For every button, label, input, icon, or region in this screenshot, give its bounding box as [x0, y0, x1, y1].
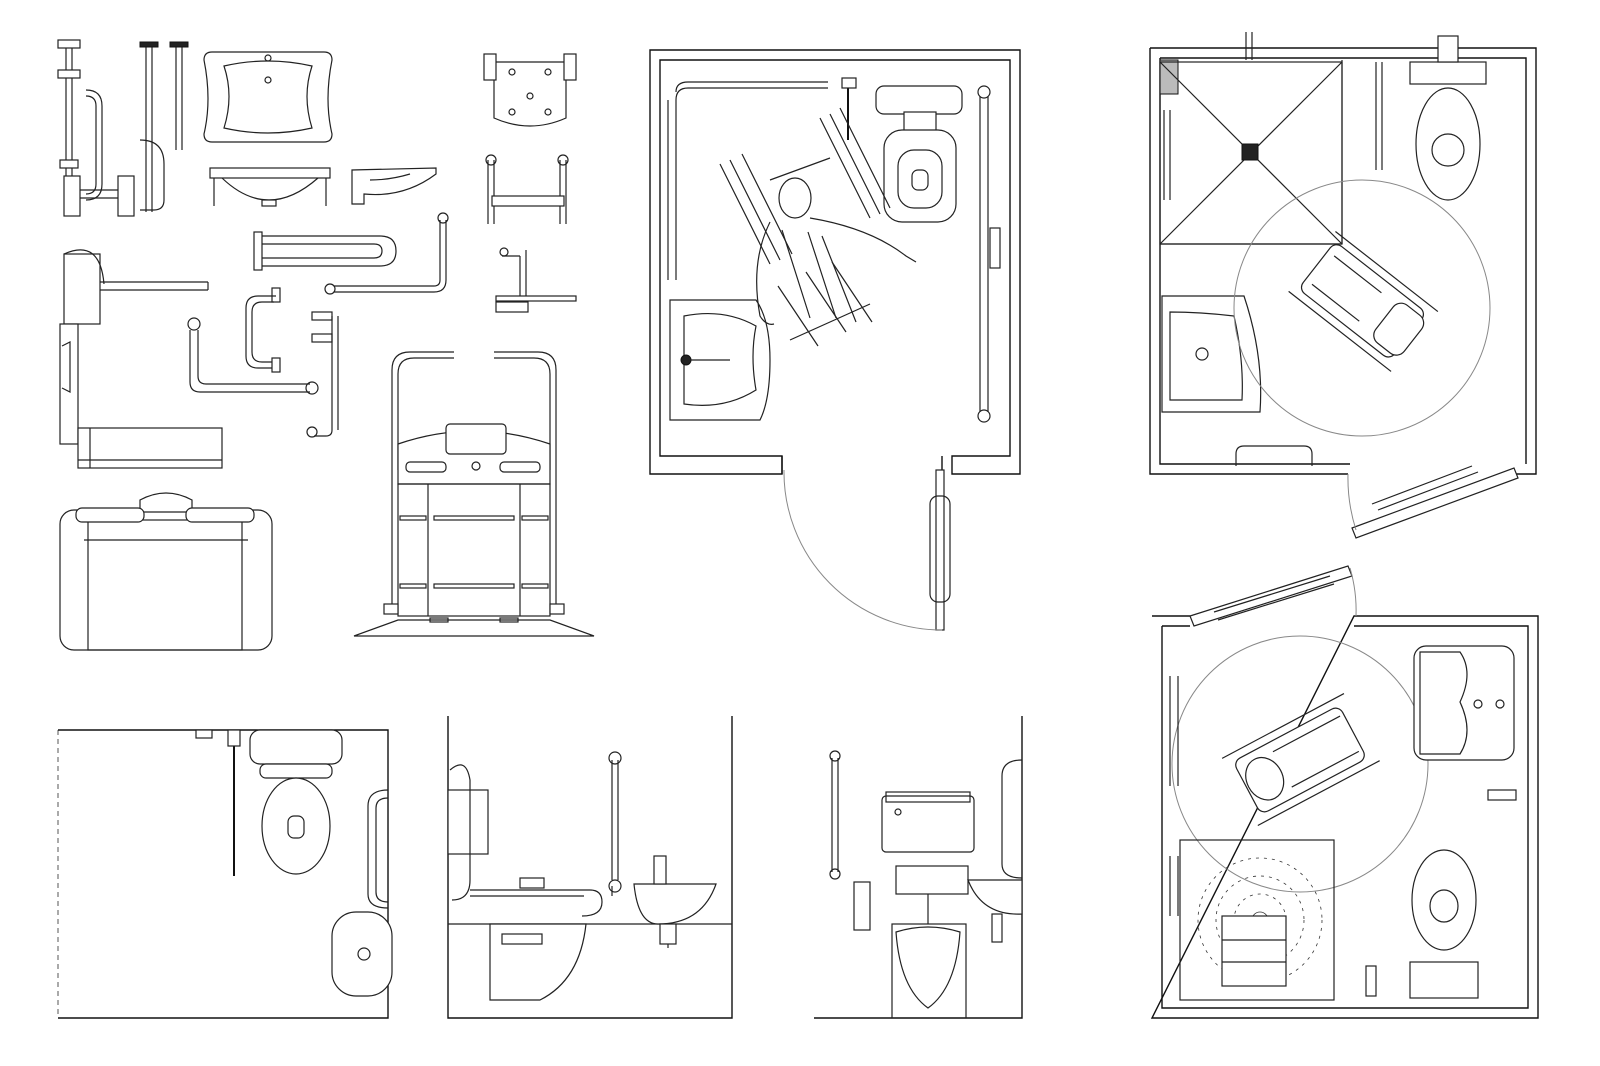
wheelchair-topview — [1288, 231, 1439, 372]
shower-room-plan-1 — [1149, 32, 1537, 539]
washbasin-plan-block — [203, 51, 333, 143]
u-shaped-grab-rail — [245, 287, 281, 373]
grab-rails-group — [57, 39, 577, 438]
wc-front-elevation — [814, 716, 1023, 1019]
shower-seat-plan — [483, 53, 577, 127]
wc-plan-detail — [57, 729, 393, 1019]
washbasin-front-elevation — [209, 167, 331, 207]
cranked-grab-rail — [253, 212, 449, 295]
shower-seat-elevation — [485, 154, 569, 224]
hinged-drop-rail — [306, 311, 339, 438]
shower-room-plan-2 — [1150, 565, 1539, 1019]
support-frame-front — [353, 351, 595, 637]
small-wall-rail — [495, 247, 577, 313]
straight-grab-rails — [139, 41, 189, 212]
shower-trolley-plan — [59, 492, 273, 651]
vertical-grab-rail — [57, 39, 135, 217]
accessible-wc-plan — [649, 49, 1021, 631]
wheelchair-user-figure — [719, 107, 917, 347]
wc-side-elevation — [447, 716, 733, 1019]
wheelchair-topview-2 — [1221, 693, 1380, 827]
l-shaped-grab-rail — [187, 317, 319, 395]
washbasin-side-elevation — [351, 167, 437, 205]
shower-chair-elevation — [59, 249, 223, 469]
